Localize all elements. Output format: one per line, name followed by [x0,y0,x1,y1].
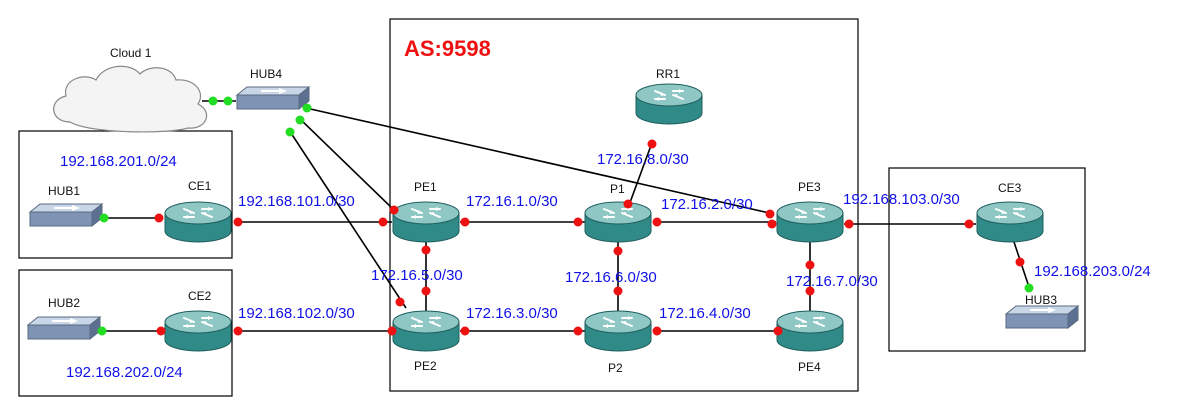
rr1-router-icon[interactable] [635,83,703,125]
pe1-label: PE1 [414,180,437,194]
ce2-router-icon[interactable] [164,310,232,352]
ce3-router-icon[interactable] [976,201,1044,243]
site3-box [888,167,1086,352]
hub3-label: HUB3 [1025,293,1057,307]
pe1-router-icon[interactable] [392,201,460,243]
hub-ports [97,96,1034,336]
links [102,100,1031,332]
hub3-icon[interactable] [1005,305,1079,329]
net-lan-ce2: 192.168.202.0/24 [66,364,183,381]
site2-box [18,269,233,397]
hub4-icon[interactable] [236,86,310,110]
net-ce1-pe1: 192.168.101.0/30 [238,193,355,210]
cloud-icon [53,65,208,133]
pe3-label: PE3 [798,180,821,194]
pe4-label: PE4 [798,360,821,374]
net-pe1-pe2: 172.16.5.0/30 [371,267,463,284]
net-pe3-pe4: 172.16.7.0/30 [786,273,878,290]
net-lan-ce3: 192.168.203.0/24 [1034,263,1151,280]
hub4-label: HUB4 [250,67,282,81]
hub2-icon[interactable] [27,316,101,340]
net-rr1-p1: 172.16.8.0/30 [597,151,689,168]
p1-router-icon[interactable] [584,201,652,243]
ce2-label: CE2 [188,289,212,303]
ce1-router-icon[interactable] [164,201,232,243]
net-ce2-pe2: 192.168.102.0/30 [238,305,355,322]
hub2-label: HUB2 [48,296,80,310]
rr1-label: RR1 [656,67,680,81]
ce3-label: CE3 [998,181,1022,195]
p1-label: P1 [610,182,625,196]
as-boundary-box [389,18,859,392]
link-rr1-p1 [627,139,654,209]
pe4-router-icon[interactable] [776,310,844,352]
router-ports [154,139,1025,336]
p2-router-icon[interactable] [584,310,652,352]
ce1-label: CE1 [188,179,212,193]
link-hub4-pe3 [305,107,775,215]
as-label: AS:9598 [404,36,491,61]
link-hub4-pe2 [288,129,407,309]
net-p2-pe4: 172.16.4.0/30 [659,305,751,322]
link-hub4-pe1 [298,117,395,211]
hub1-icon[interactable] [29,203,103,227]
net-p1-p2: 172.16.6.0/30 [565,269,657,286]
p2-label: P2 [608,361,623,375]
net-pe2-p2: 172.16.3.0/30 [466,305,558,322]
net-pe3-ce3: 192.168.103.0/30 [843,191,960,208]
net-lan-ce1: 192.168.201.0/24 [60,153,177,170]
pe3-router-icon[interactable] [776,201,844,243]
net-pe1-p1: 172.16.1.0/30 [466,193,558,210]
cloud-label: Cloud 1 [110,46,152,60]
net-p1-pe3: 172.16.2.0/30 [661,196,753,213]
pe2-router-icon[interactable] [392,310,460,352]
hub1-label: HUB1 [48,184,80,198]
pe2-label: PE2 [414,359,437,373]
